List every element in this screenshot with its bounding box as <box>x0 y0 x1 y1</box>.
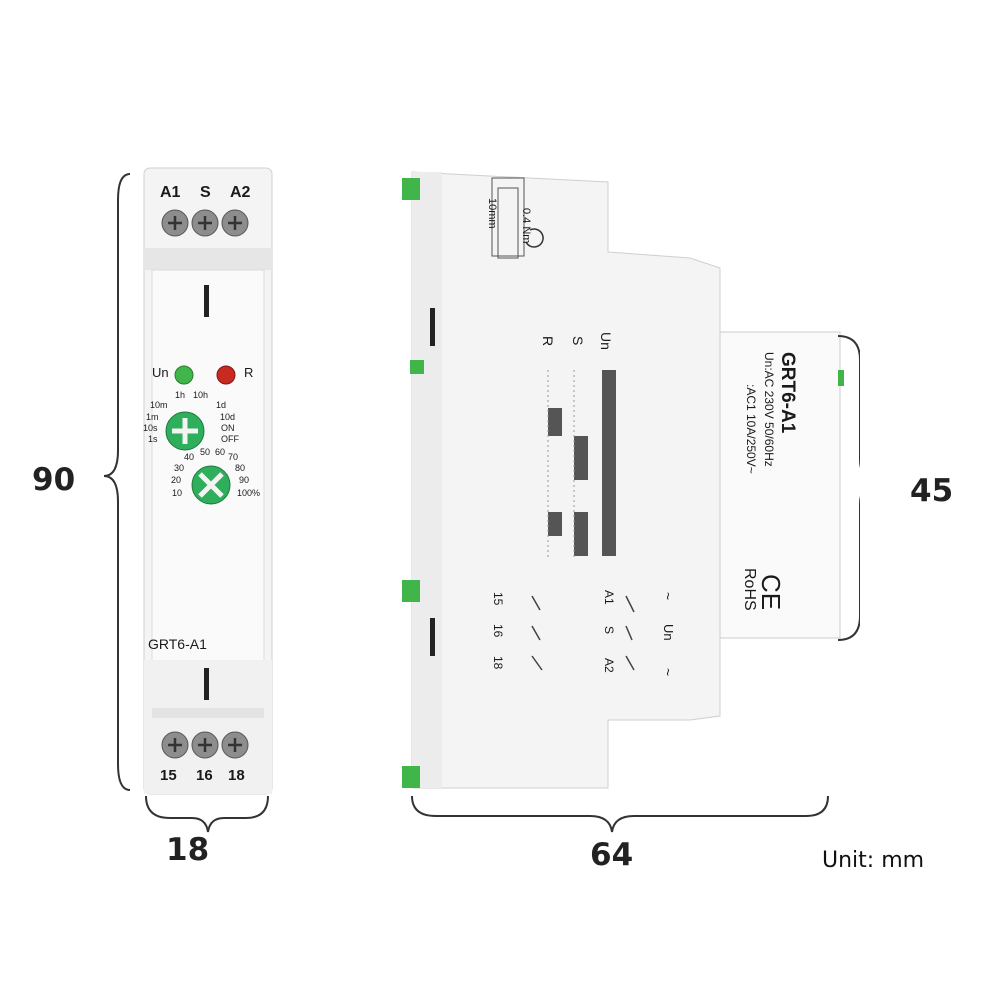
wiring-symbol-bottom: ~ <box>660 668 676 677</box>
led-un-label: Un <box>152 365 169 380</box>
led-r-label: R <box>244 365 254 380</box>
height-bracket <box>103 173 131 791</box>
top-screws <box>161 209 249 237</box>
spec-contact: :AC1 10A/250V~ <box>744 384 758 474</box>
side-view-drawing <box>402 171 860 833</box>
terminal-a1-label: A1 <box>160 184 181 201</box>
terminal-16-label: 16 <box>196 767 213 784</box>
unit-label: Unit: mm <box>822 848 925 873</box>
depth-bracket <box>411 795 829 833</box>
bottom-screws <box>161 731 249 759</box>
torque-label: 0.4 Nm <box>520 208 532 244</box>
dimension-width: 18 <box>166 832 210 868</box>
strip-length-label: 10mm <box>486 198 498 229</box>
diagram-label-r: R <box>540 336 556 347</box>
front-model-label: GRT6-A1 <box>148 636 207 652</box>
wiring-a2: A2 <box>602 658 616 673</box>
wiring-16: 16 <box>491 624 505 638</box>
terminal-a2-label: A2 <box>230 184 251 201</box>
terminal-18-label: 18 <box>228 767 245 784</box>
front-view-drawing <box>103 167 273 833</box>
wiring-s: S <box>602 626 616 635</box>
wiring-15: 15 <box>491 592 505 606</box>
dimension-height: 90 <box>32 462 76 498</box>
side-model-label: GRT6-A1 <box>777 352 798 434</box>
diagram-label-s: S <box>570 336 586 346</box>
terminal-s-label: S <box>200 184 211 201</box>
width-bracket <box>145 795 269 833</box>
wiring-symbol-un: Un <box>661 624 676 641</box>
ce-mark: CE <box>756 574 786 611</box>
diagram-label-un: Un <box>598 332 614 350</box>
wiring-symbol-top: ~ <box>660 592 676 601</box>
rohs-label: RoHS <box>741 568 758 611</box>
wiring-18: 18 <box>491 656 505 670</box>
terminal-15-label: 15 <box>160 767 177 784</box>
dimension-front-height: 45 <box>910 473 954 509</box>
front-height-bracket <box>837 335 860 641</box>
spec-voltage: Un:AC 230V 50/60Hz <box>762 352 776 467</box>
wiring-a1: A1 <box>602 590 616 605</box>
dimension-depth: 64 <box>590 837 634 873</box>
